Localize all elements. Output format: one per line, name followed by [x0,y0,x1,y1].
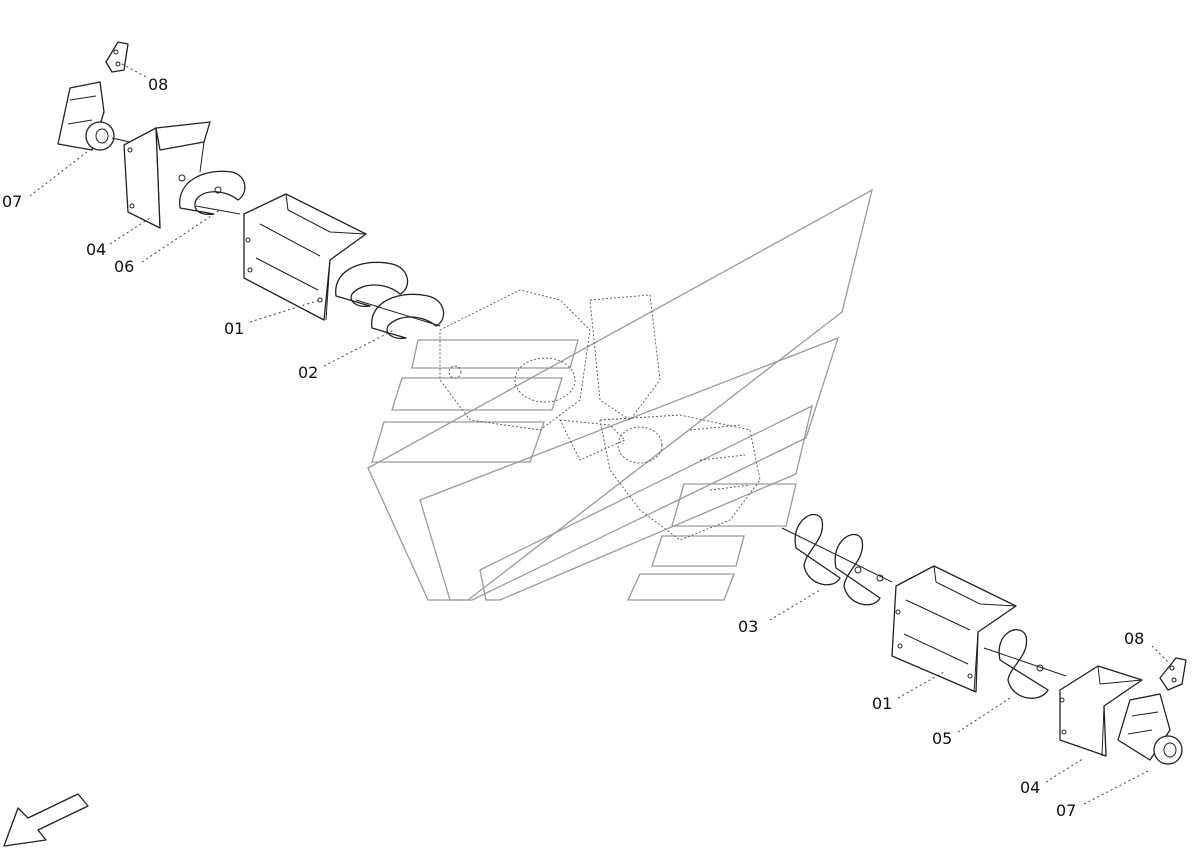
arrow-down-left-icon [3,793,89,847]
auger-flights-02 [335,261,445,340]
callout-04-top: 04 [86,240,106,259]
callout-02: 02 [298,363,318,382]
callout-04-bottom: 04 [1020,778,1040,797]
callout-08-bottom: 08 [1124,629,1144,648]
leader-lines [29,63,1169,805]
logo-watermark [367,188,873,601]
plate-08-top [105,41,129,73]
callout-01-bottom: 01 [872,694,892,713]
auger-flights-03 [781,514,893,606]
trough-section-01-top [243,193,367,321]
callout-07-bottom: 07 [1056,801,1076,820]
callout-08-top: 08 [148,75,168,94]
trough-section-01-bottom [891,565,1017,693]
center-gearbox-housing [439,289,761,541]
bearing-bracket-07-top [57,81,131,151]
bearing-bracket-07-bottom [1117,693,1183,765]
end-frame-04-bottom [1059,665,1143,757]
callout-01-top: 01 [224,319,244,338]
auger-flight-05 [983,629,1067,699]
auger-flight-06 [178,170,246,216]
plate-08-bottom [1159,657,1187,691]
callout-03: 03 [738,617,758,636]
callout-07-top: 07 [2,192,22,211]
end-frame-04-top [123,121,211,229]
callouts: 08 07 04 06 01 02 03 01 05 08 04 07 [2,75,1144,820]
callout-05: 05 [932,729,952,748]
callout-06: 06 [114,257,134,276]
